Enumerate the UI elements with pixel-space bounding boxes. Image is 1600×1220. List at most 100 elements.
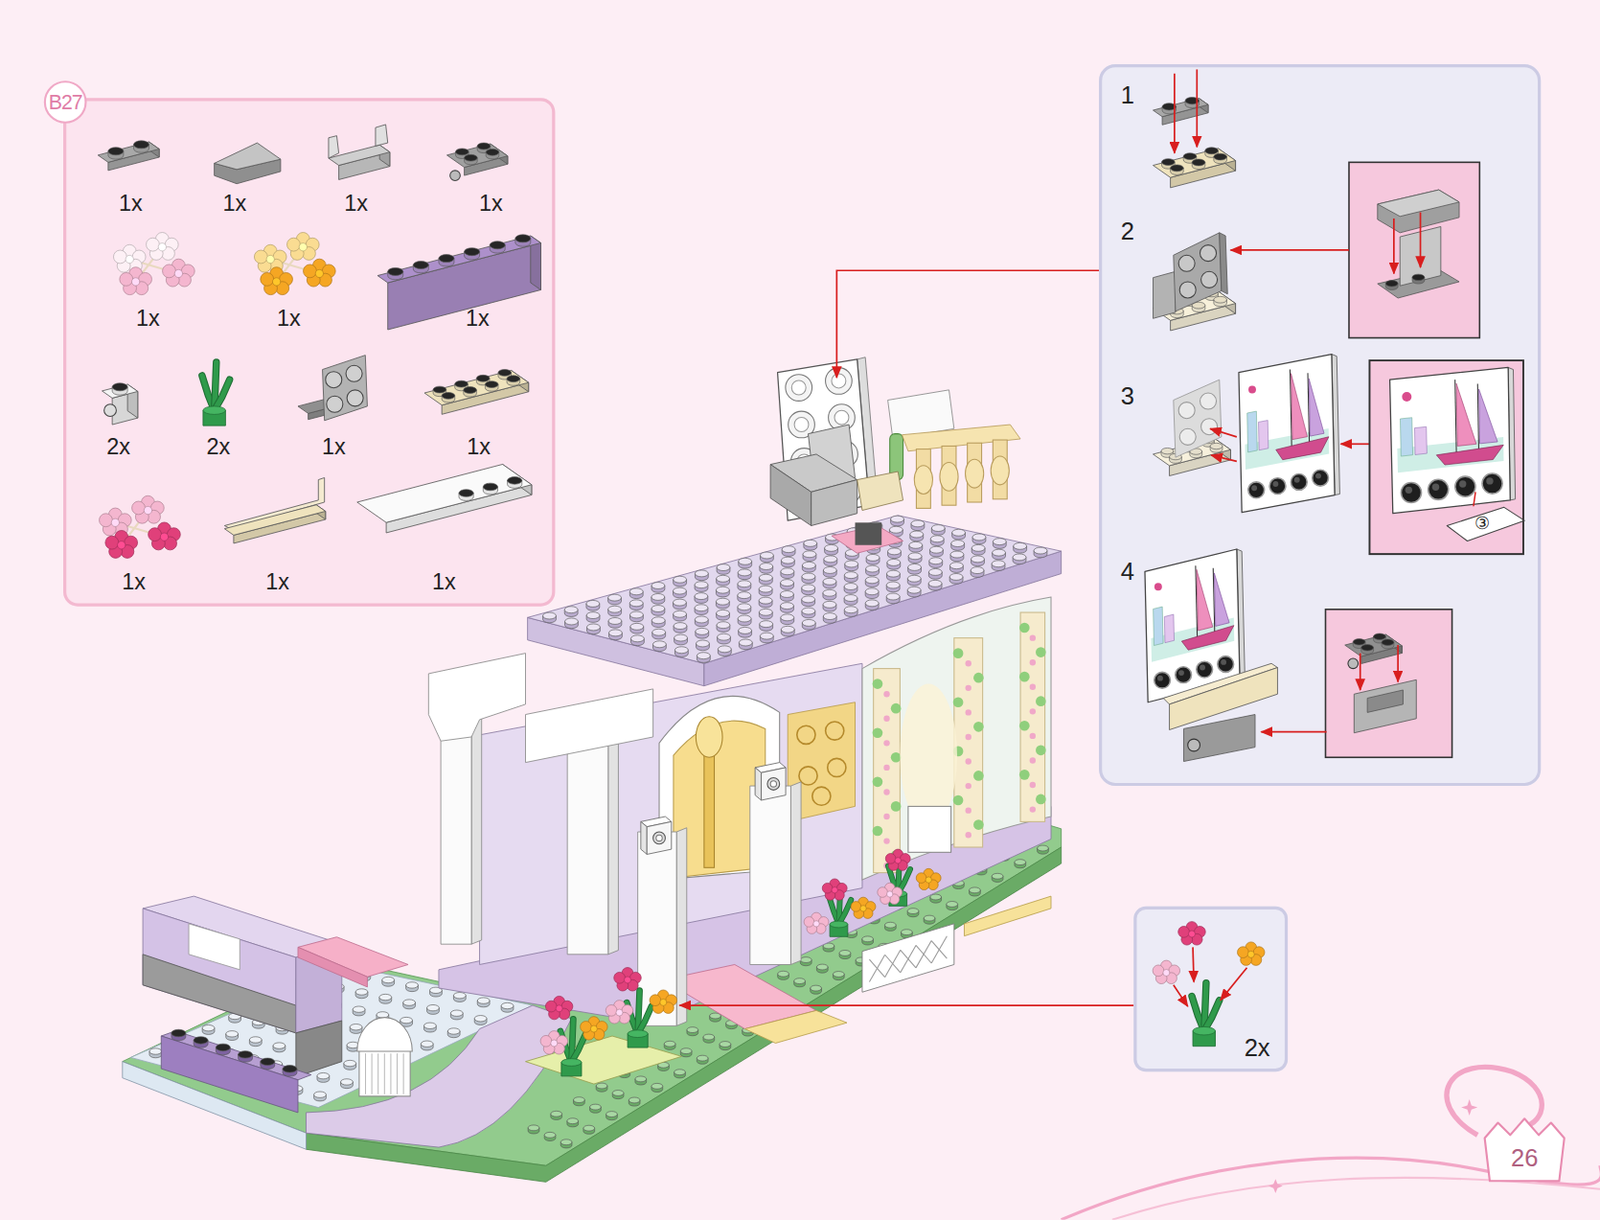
illustration-part	[823, 555, 838, 563]
illustration-part	[866, 553, 880, 561]
illustration-part	[651, 582, 665, 590]
illustration-part	[590, 1103, 602, 1110]
illustration-part	[630, 635, 644, 642]
illustration-part	[888, 548, 902, 555]
illustration-part	[797, 725, 816, 744]
illustration-part	[886, 570, 900, 577]
quantity-label: 1x	[265, 570, 290, 593]
illustration-part	[970, 567, 984, 574]
illustration-part	[1029, 732, 1036, 739]
illustration-part	[907, 586, 921, 594]
illustration-part	[860, 905, 867, 912]
illustration-part	[883, 813, 890, 820]
illustration-part	[298, 243, 307, 252]
illustration-part	[1315, 473, 1322, 480]
illustration-part	[801, 595, 816, 603]
illustration-part	[1112, 1177, 1600, 1220]
illustration-part	[799, 766, 818, 785]
illustration-part	[326, 395, 343, 412]
illustration-part	[954, 638, 983, 847]
illustration-part	[811, 480, 858, 526]
panel-badge: B27	[44, 80, 88, 124]
illustration-part	[694, 570, 709, 577]
illustration-part	[829, 920, 848, 928]
illustration-part	[953, 647, 964, 659]
illustration-part	[865, 576, 879, 584]
illustration-part	[586, 599, 600, 607]
illustration-part	[376, 1011, 389, 1018]
illustration-part	[113, 250, 127, 264]
illustration-part	[1446, 506, 1525, 541]
illustration-part	[525, 1035, 683, 1084]
illustration-part	[1035, 744, 1047, 755]
illustration-part	[928, 579, 942, 587]
illustration-part	[1373, 633, 1387, 640]
illustration-part	[1377, 189, 1460, 233]
illustration-part	[1238, 354, 1335, 513]
illustration-part	[346, 389, 364, 407]
illustration-part	[412, 261, 429, 270]
illustration-part	[606, 1111, 618, 1118]
illustration-part	[214, 142, 281, 170]
illustration-part	[638, 1005, 652, 1034]
illustration-part	[951, 540, 965, 548]
illustration-part	[433, 386, 447, 393]
illustration-part	[1029, 708, 1036, 714]
illustration-part	[862, 596, 1052, 880]
illustration-part	[1199, 245, 1216, 262]
illustration-part	[758, 573, 773, 581]
illustration-part	[803, 539, 818, 547]
illustration-part	[810, 984, 823, 991]
illustration-part	[738, 639, 753, 646]
illustration-part	[850, 901, 862, 913]
illustration-part	[1178, 402, 1195, 419]
illustration-part	[608, 617, 622, 625]
illustration-part	[1196, 569, 1213, 631]
illustration-part	[608, 594, 622, 601]
quantity-label: 1x	[276, 307, 301, 330]
illustration-part	[801, 572, 816, 580]
illustration-part	[785, 374, 813, 402]
illustration-part	[900, 944, 916, 972]
panel-grounds	[63, 64, 1541, 1072]
illustration-part	[651, 605, 665, 613]
illustration-part	[758, 596, 773, 604]
illustration-part	[214, 379, 230, 411]
illustration-part	[1325, 609, 1453, 757]
illustration-part	[403, 999, 416, 1006]
quantity-label: 2x	[1244, 1035, 1271, 1061]
illustration-part	[780, 625, 795, 633]
illustration-part	[696, 1054, 709, 1061]
illustration-part	[883, 690, 890, 697]
illustration-part	[389, 1052, 391, 1095]
illustration-part	[1461, 1098, 1478, 1116]
illustration-part	[515, 234, 531, 243]
illustration-part	[1196, 661, 1213, 678]
illustration-part	[1272, 480, 1279, 487]
illustration-part	[908, 563, 922, 571]
illustration-part	[377, 235, 541, 283]
illustration-part	[1163, 968, 1170, 976]
page-number: 26	[1510, 1145, 1538, 1171]
illustration-part	[1247, 950, 1255, 958]
illustration-part	[794, 417, 809, 433]
illustration-part	[915, 940, 932, 968]
illustration-part	[990, 456, 1009, 485]
illustration-part	[345, 365, 363, 382]
leader-arrow	[1260, 731, 1326, 733]
illustration-part	[716, 609, 731, 617]
illustration-part	[501, 1002, 514, 1008]
illustration-part	[525, 688, 654, 763]
illustration-part	[801, 607, 816, 615]
illustration-part	[844, 594, 858, 602]
illustration-part	[1361, 644, 1374, 651]
quantity-label: 1x	[121, 570, 146, 593]
illustration-part	[1312, 469, 1329, 486]
illustration-part	[716, 621, 731, 629]
illustration-part	[716, 574, 731, 582]
illustration-part	[825, 721, 845, 740]
illustration-part	[709, 1012, 722, 1019]
illustration-part	[1248, 481, 1265, 499]
illustration-part	[925, 876, 932, 883]
illustration-part	[63, 97, 555, 606]
